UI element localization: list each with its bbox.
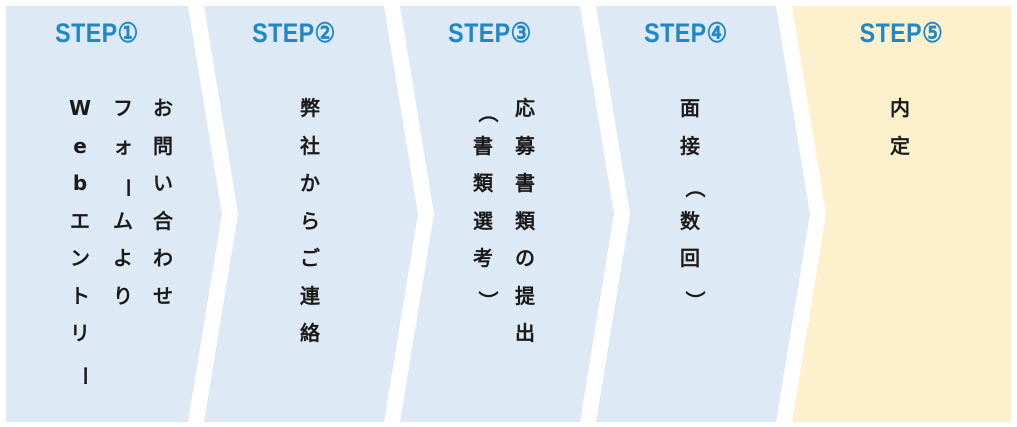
vertical-char: 接	[680, 133, 700, 158]
vertical-char: よ	[113, 246, 133, 270]
vertical-char: 書	[515, 171, 535, 195]
vertical-char: い	[153, 171, 173, 195]
vertical-char: ）	[682, 290, 707, 311]
vertical-char: ご	[300, 246, 320, 270]
step-4-chevron	[596, 6, 810, 422]
vertical-char: 問	[153, 133, 173, 158]
vertical-char: ら	[300, 208, 320, 233]
vertical-char: 内	[890, 96, 910, 120]
vertical-char: 絡	[300, 321, 320, 345]
vertical-char: エ	[70, 208, 90, 233]
vertical-char: 面	[680, 96, 700, 120]
step-2-chevron	[204, 6, 418, 422]
vertical-char: フ	[113, 96, 133, 120]
vertical-char: り	[113, 283, 133, 308]
vertical-char: ム	[113, 208, 133, 233]
vertical-char: 弊	[300, 96, 320, 120]
vertical-char: わ	[153, 246, 173, 270]
vertical-char: b	[72, 171, 88, 195]
step-3-title: STEP③	[448, 18, 532, 48]
step-1-title: STEP①	[55, 18, 139, 48]
vertical-char: 考	[473, 246, 493, 270]
vertical-char: お	[153, 96, 173, 120]
step-4-line-1: 面接 （ 数回 ）	[675, 94, 707, 319]
vertical-char: 合	[153, 208, 173, 233]
vertical-char: リ	[70, 321, 90, 345]
vertical-char: 募	[515, 133, 535, 158]
vertical-char: ト	[70, 283, 90, 308]
vertical-char: W	[68, 96, 92, 120]
vertical-char: 回	[680, 246, 700, 270]
step-3-chevron	[400, 6, 614, 422]
vertical-char: 定	[890, 133, 910, 158]
vertical-char: 出	[515, 321, 535, 345]
vertical-char: せ	[153, 283, 173, 308]
vertical-char: ー	[115, 177, 140, 198]
step-1-chevron	[6, 6, 222, 422]
vertical-char: 類	[515, 208, 535, 233]
vertical-char: （	[682, 177, 707, 198]
step-2-title: STEP②	[252, 18, 336, 48]
step-4-title: STEP④	[644, 18, 728, 48]
vertical-char: 選	[473, 208, 493, 233]
vertical-char: 連	[300, 283, 320, 308]
vertical-char: の	[515, 246, 535, 270]
vertical-char: 類	[473, 171, 493, 195]
vertical-char: ）	[475, 290, 500, 311]
step-3-line-2: （ 書類選考 ）	[468, 94, 500, 319]
vertical-char: 提	[515, 283, 535, 308]
step-5-box	[792, 6, 1011, 422]
vertical-char: 書	[473, 133, 493, 158]
step-5-line-1: 内定	[885, 94, 915, 169]
vertical-char: ン	[70, 246, 90, 270]
vertical-char: ー	[72, 365, 97, 386]
step-1-line-2: フォームより	[108, 94, 140, 319]
step-1-line-1: お問い合わせ	[148, 94, 178, 319]
vertical-char: ォ	[113, 133, 133, 158]
vertical-char: e	[73, 133, 87, 158]
vertical-char: 応	[515, 96, 535, 120]
step-3-line-1: 応募書類の提出	[510, 94, 540, 357]
vertical-char: か	[300, 171, 320, 195]
vertical-char: 社	[300, 133, 320, 158]
step-2-line-1: 弊社からご連絡	[295, 94, 325, 357]
vertical-char: 数	[680, 208, 700, 233]
vertical-char: （	[475, 102, 500, 123]
step-5-title: STEP⑤	[859, 18, 944, 48]
